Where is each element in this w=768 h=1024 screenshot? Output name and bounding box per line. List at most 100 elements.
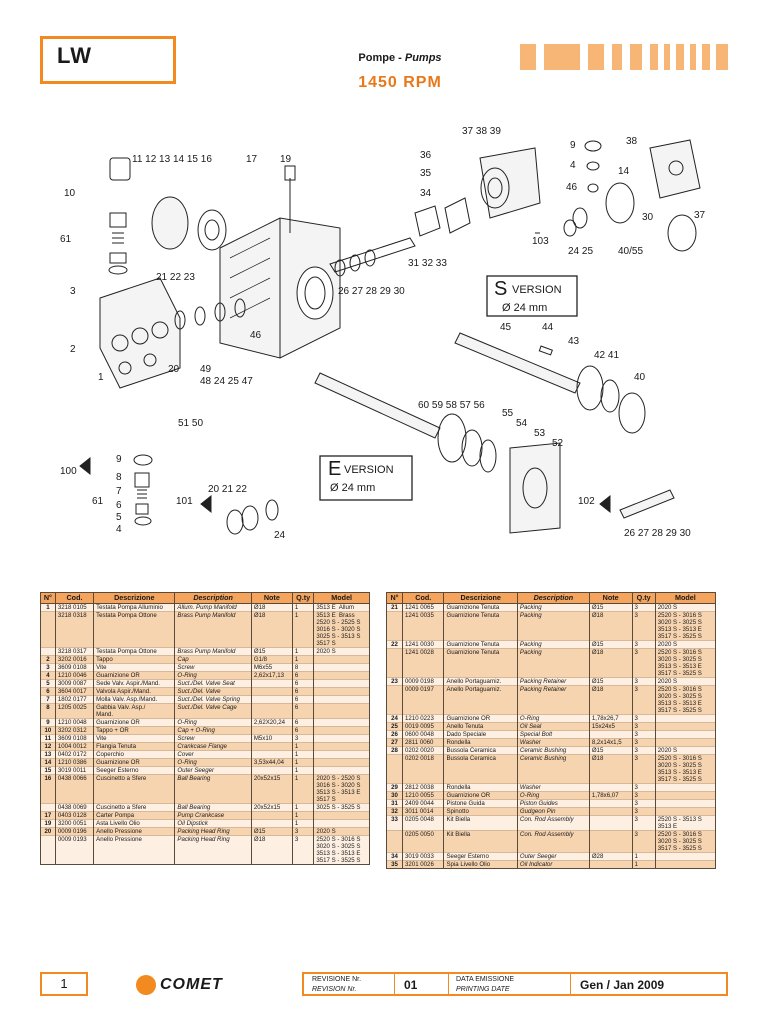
table-cell: 9 bbox=[40, 718, 56, 727]
table-cell bbox=[588, 815, 633, 831]
table-cell: 25 bbox=[385, 722, 404, 731]
table-cell bbox=[250, 679, 293, 688]
table-cell: 2520 S - 3016 S 3020 S - 3025 S 3513 S -… bbox=[654, 611, 717, 641]
table-cell: Flangia Tenuta bbox=[93, 742, 176, 751]
table-cell: 30 bbox=[385, 791, 404, 800]
table-cell: 13 bbox=[40, 750, 56, 759]
table-cell: Tappo + OR bbox=[93, 726, 176, 735]
table-cell: Packing bbox=[516, 648, 590, 678]
table-cell: Guarnizione OR bbox=[93, 718, 176, 727]
table-cell bbox=[313, 695, 370, 704]
table-cell: 0019 0095 bbox=[402, 722, 445, 731]
table-cell: 2,62X20,24 bbox=[250, 718, 293, 727]
comet-logo-text: COMET bbox=[160, 976, 223, 993]
callout-6b: 6 bbox=[116, 500, 122, 511]
callout-right-9: 9 bbox=[570, 140, 576, 151]
lower-right-102 bbox=[599, 489, 675, 519]
revision-label-en: REVISION Nr. bbox=[312, 986, 357, 993]
callout-20: 20 bbox=[168, 364, 180, 375]
table-cell: 11 bbox=[40, 734, 56, 743]
table-cell: Ø18 bbox=[588, 685, 633, 715]
table-cell: 1 bbox=[291, 611, 315, 648]
page-title: Pompe - Pumps bbox=[358, 52, 442, 64]
table-cell bbox=[250, 819, 293, 828]
table-cell: Screw bbox=[174, 734, 252, 743]
rpm-subtitle: 1450 RPM bbox=[358, 74, 442, 91]
table-cell: 2520 S - 3016 S 3020 S - 3025 S 3517 S -… bbox=[654, 830, 717, 853]
table-cell: Ceramic Bushing bbox=[516, 754, 590, 784]
table-cell: Anello Tenuta bbox=[443, 722, 518, 731]
table-cell: Guarnizione OR bbox=[93, 758, 176, 767]
table-cell: 2520 S - 3513 S 3513 E bbox=[654, 815, 717, 831]
table-cell: 1241 0030 bbox=[402, 640, 445, 649]
footer: 1 COMET REVISIONE Nr. REVISION Nr. 01 DA… bbox=[40, 972, 728, 998]
table-cell bbox=[313, 679, 370, 688]
callout-right-46: 46 bbox=[566, 182, 578, 193]
callout-37-39: 37 38 39 bbox=[462, 126, 501, 137]
rear-cover bbox=[479, 147, 541, 219]
table-cell bbox=[654, 714, 717, 723]
table-cell: 2020 S bbox=[654, 603, 717, 612]
table-cell bbox=[250, 750, 293, 759]
table-cell: 2 bbox=[40, 655, 56, 664]
table-cell: 26 bbox=[385, 730, 404, 739]
table-cell: 0403 0128 bbox=[54, 811, 95, 820]
s-version-box bbox=[486, 275, 578, 317]
table-cell: 3 bbox=[631, 714, 656, 723]
callout-55: 55 bbox=[502, 408, 514, 419]
revision-number: 01 bbox=[404, 978, 418, 992]
table-cell: Washer bbox=[516, 783, 590, 792]
table-cell: Kit Biella bbox=[443, 815, 518, 831]
table-cell: Guarnizione Tenuta bbox=[443, 611, 518, 641]
table-cell: Ø15 bbox=[250, 647, 293, 656]
table-cell: O-Ring bbox=[174, 758, 252, 767]
table-cell bbox=[40, 647, 56, 656]
table-cell: 3609 0108 bbox=[54, 734, 95, 743]
table-cell: 28 bbox=[385, 746, 404, 755]
table-cell: 1 bbox=[631, 852, 656, 861]
table-cell: 3 bbox=[631, 815, 656, 831]
table-cell: 8 bbox=[291, 663, 315, 672]
table-cell bbox=[313, 663, 370, 672]
table-cell: Brass Pump Manifold bbox=[174, 611, 252, 648]
callout-20-22: 20 21 22 bbox=[208, 484, 247, 495]
callout-100: 100 bbox=[60, 466, 77, 477]
table-cell: Anello Portaguarniz. bbox=[443, 685, 518, 715]
table-cell: 6 bbox=[40, 687, 56, 696]
table-cell: 2020 S bbox=[654, 746, 717, 755]
callout-36: 36 bbox=[420, 150, 432, 161]
logo-box: LW bbox=[40, 36, 176, 84]
flange-left bbox=[151, 196, 227, 251]
table-cell: 3 bbox=[631, 648, 656, 678]
table-cell: Packing Head Ring bbox=[174, 835, 252, 866]
table-cell: 6 bbox=[291, 703, 315, 719]
table-cell: Cuscinetto a Sfere bbox=[93, 803, 176, 812]
table-cell bbox=[313, 758, 370, 767]
e-version-box bbox=[319, 455, 413, 501]
table-cell: Guarnizione OR bbox=[93, 671, 176, 680]
plunger-right bbox=[329, 197, 471, 277]
table-cell: 1 bbox=[291, 647, 315, 656]
table-cell: Testata Pompa Ottone bbox=[93, 647, 176, 656]
column-header: Descrizione bbox=[443, 591, 518, 605]
table-cell: 15x24x5 bbox=[588, 722, 633, 731]
callout-7b: 7 bbox=[116, 486, 122, 497]
table-cell: Suct./Del. Valve Seat bbox=[174, 679, 252, 688]
table-cell: 21 bbox=[385, 603, 404, 612]
table-cell: 2520 S - 3016 S 3020 S - 3025 S 3513 S -… bbox=[654, 685, 717, 715]
table-cell: Guarnizione OR bbox=[443, 714, 518, 723]
table-cell bbox=[40, 611, 56, 648]
table-cell: Guarnizione Tenuta bbox=[443, 640, 518, 649]
table-cell: 1004 0012 bbox=[54, 742, 95, 751]
